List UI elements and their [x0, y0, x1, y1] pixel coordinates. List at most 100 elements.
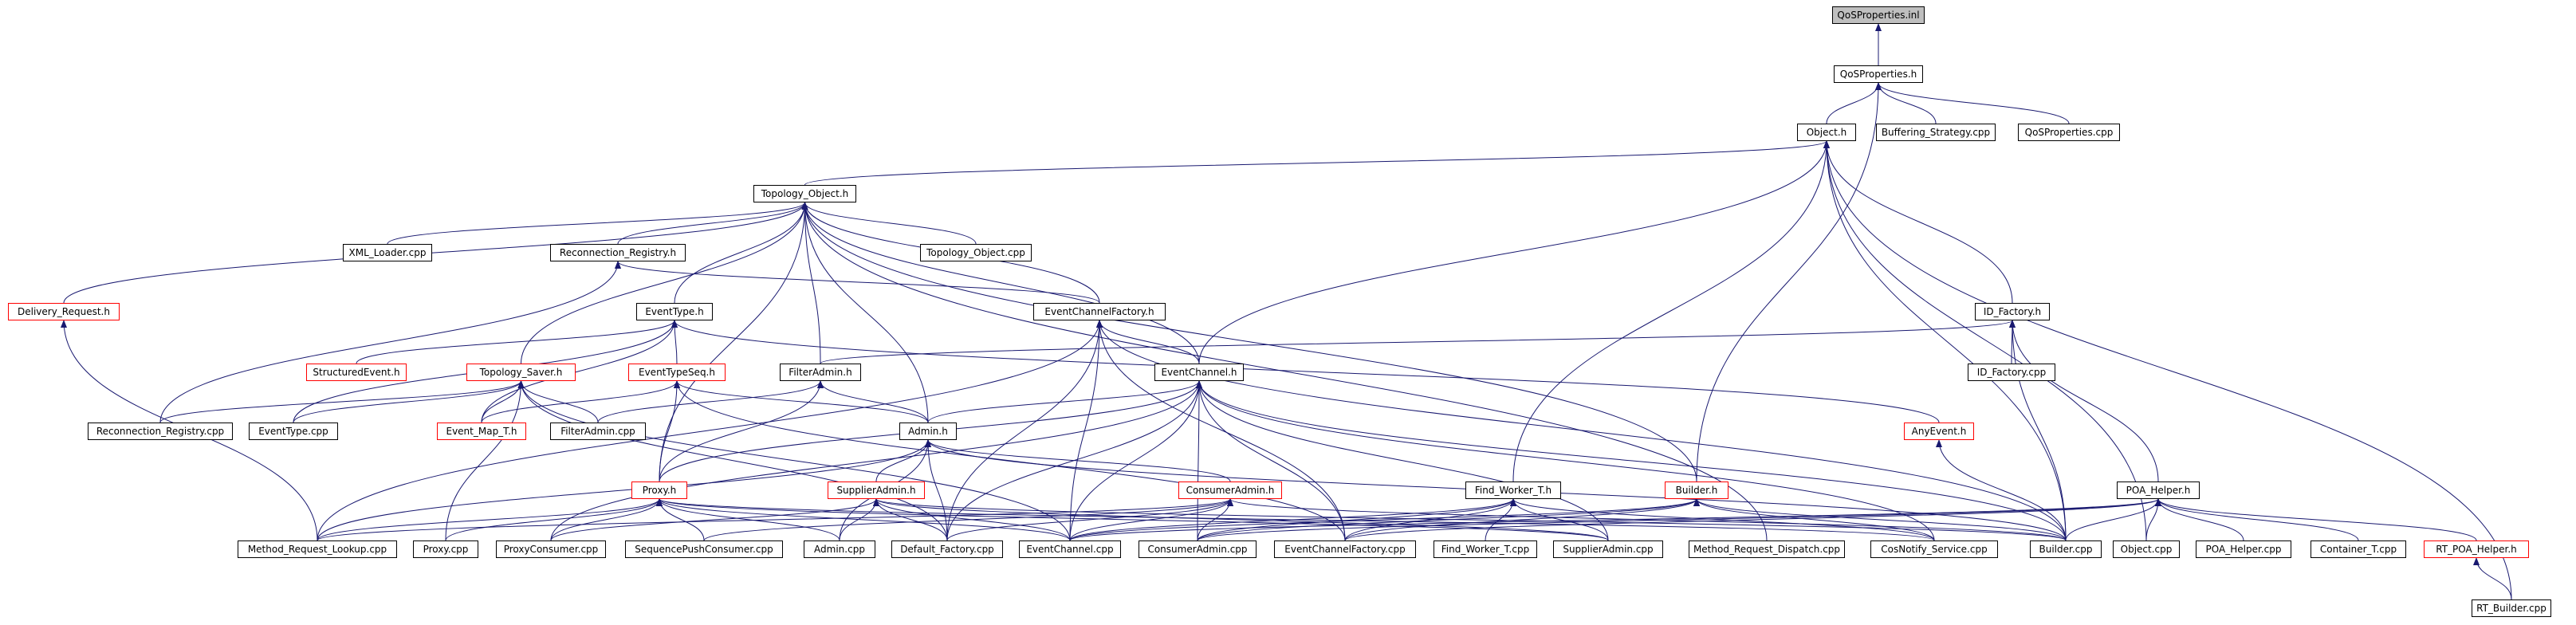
include-edge-eventchannel_cpp-to-eventchannel_h [1069, 380, 1202, 541]
node-poa-helper-cpp[interactable]: POA_Helper.cpp [2196, 540, 2291, 558]
node-admin-cpp[interactable]: Admin.cpp [804, 540, 875, 558]
node-container-t-cpp[interactable]: Container_T.cpp [2311, 540, 2406, 558]
node-delivery-request-h[interactable]: Delivery_Request.h [8, 303, 120, 320]
include-edge-reconn_cpp-to-reconn_h [159, 261, 621, 423]
include-edge-container_cpp-to-poahelper_h [2155, 498, 2359, 541]
node-supplieradmin-h[interactable]: SupplierAdmin.h [828, 482, 925, 499]
node-eventtype-cpp[interactable]: EventType.cpp [249, 423, 338, 440]
node-cosnotify-service-cpp[interactable]: CosNotify_Service.cpp [1870, 540, 1998, 558]
node-method-request-dispatch-cpp[interactable]: Method_Request_Dispatch.cpp [1689, 540, 1845, 558]
include-edge-eventchannel_h-to-ecf_h [1096, 320, 1200, 364]
include-edge-eventtype_cpp-to-topo_saver_h [293, 380, 525, 423]
node-eventchannel-cpp[interactable]: EventChannel.cpp [1019, 540, 1121, 558]
node-consumeradmin-cpp[interactable]: ConsumerAdmin.cpp [1139, 540, 1257, 558]
node-filteradmin-h[interactable]: FilterAdmin.h [780, 364, 861, 381]
include-edge-eventtypeseq_h-to-eventtype_h [671, 320, 678, 364]
include-edge-filteradmin_cpp-to-filteradmin_h [597, 380, 824, 423]
node-proxyconsumer-cpp[interactable]: ProxyConsumer.cpp [496, 540, 606, 558]
include-edge-supplieradmin_cpp-to-proxy_h [656, 498, 1609, 541]
include-edge-ecf_cpp-to-eventchannel_h [1196, 380, 1346, 541]
node-consumeradmin-h[interactable]: ConsumerAdmin.h [1178, 482, 1282, 499]
include-edge-consumeradmin_h-to-admin_h [925, 439, 1231, 482]
node-id-factory-cpp[interactable]: ID_Factory.cpp [1968, 364, 2055, 381]
include-edge-findworker_h-to-object_h [1512, 140, 1830, 482]
node-proxy-h[interactable]: Proxy.h [631, 482, 687, 499]
include-edge-reconn_h-to-topo_obj_h [617, 202, 808, 245]
include-edge-filteradmin_h-to-idfactory_h [820, 320, 2016, 364]
node-structuredevent-h[interactable]: StructuredEvent.h [306, 364, 407, 381]
include-edge-supplieradmin_cpp-to-eventchannel_h [1196, 380, 1609, 541]
node-topology-object-cpp[interactable]: Topology_Object.cpp [920, 244, 1032, 261]
node-eventchannel-h[interactable]: EventChannel.h [1154, 364, 1244, 381]
node-qosproperties-cpp[interactable]: QoSProperties.cpp [2018, 124, 2120, 141]
include-edge-object_cpp-to-object_h [1823, 140, 2147, 541]
include-edge-admin_h-to-topo_obj_h [801, 202, 929, 423]
node-method-request-lookup-cpp[interactable]: Method_Request_Lookup.cpp [238, 540, 397, 558]
node-rt-poa-helper-h[interactable]: RT_POA_Helper.h [2424, 540, 2529, 558]
include-edge-eventchannel_cpp-to-ecf_h [1069, 320, 1103, 541]
node-proxy-cpp[interactable]: Proxy.cpp [413, 540, 478, 558]
include-edge-eventchannel_cpp-to-builder_h [1069, 498, 1700, 541]
include-edge-builder_cpp-to-consumeradmin_h [1227, 498, 2067, 541]
node-object-h[interactable]: Object.h [1797, 124, 1856, 141]
node-eventchannelfactory-h[interactable]: EventChannelFactory.h [1033, 303, 1166, 320]
node-buffering-strategy-cpp[interactable]: Buffering_Strategy.cpp [1876, 124, 1996, 141]
include-edge-defaultfactory_cpp-to-topo_saver_h [517, 380, 948, 541]
node-eventtype-h[interactable]: EventType.h [636, 303, 713, 320]
include-edge-builder_cpp-to-object_h [1823, 140, 2067, 541]
node-admin-h[interactable]: Admin.h [899, 423, 957, 440]
include-edge-delivery_h-to-topo_obj_h [63, 202, 808, 304]
node-eventtypeseq-h[interactable]: EventTypeSeq.h [628, 364, 726, 381]
include-edge-consumeradmin_cpp-to-findworker_h [1197, 498, 1516, 541]
include-edge-object_h-to-qos_h [1826, 82, 1882, 124]
node-rt-builder-cpp[interactable]: RT_Builder.cpp [2472, 599, 2551, 617]
include-edge-mrl_cpp-to-proxy_h [317, 498, 663, 541]
node-poa-helper-h[interactable]: POA_Helper.h [2117, 482, 2200, 499]
node-filteradmin-cpp[interactable]: FilterAdmin.cpp [550, 423, 646, 440]
include-edge-consumeradmin_cpp-to-builder_h [1197, 498, 1700, 541]
include-edge-ecf_cpp-to-findworker_h [1344, 498, 1516, 541]
include-edge-filteradmin_h-to-topo_obj_h [801, 202, 821, 364]
include-edge-cosnotify_cpp-to-findworker_h [1510, 498, 1935, 541]
include-edge-seqpush_cpp-to-consumeradmin_h [703, 498, 1233, 541]
node-builder-h[interactable]: Builder.h [1665, 482, 1728, 499]
include-edge-mrd_cpp-to-topo_obj_h [801, 202, 1768, 541]
node-reconnection-registry-h[interactable]: Reconnection_Registry.h [550, 244, 686, 261]
node-topology-object-h[interactable]: Topology_Object.h [753, 185, 856, 202]
node-eventchannelfactory-cpp[interactable]: EventChannelFactory.cpp [1274, 540, 1416, 558]
include-edge-proxy_h-to-filteradmin_h [659, 380, 824, 482]
include-edge-proxy_h-to-topo_obj_h [659, 202, 808, 482]
include-edge-eventtype_h-to-topo_obj_h [674, 202, 808, 304]
include-edge-eventchannel_cpp-to-findworker_h [1069, 498, 1516, 541]
node-builder-cpp[interactable]: Builder.cpp [2030, 540, 2102, 558]
include-edge-eventchannel_cpp-to-poahelper_h [1069, 498, 2161, 541]
include-edge-proxy_h-to-eventtypeseq_h [659, 380, 680, 482]
node-qosproperties-h[interactable]: QoSProperties.h [1834, 65, 1923, 83]
node-id-factory-h[interactable]: ID_Factory.h [1975, 303, 2050, 320]
include-edge-consumeradmin_cpp-to-poahelper_h [1197, 498, 2161, 541]
include-edge-topo_obj_h-to-object_h [804, 140, 1830, 186]
node-topology-saver-h[interactable]: Topology_Saver.h [466, 364, 576, 381]
node-supplieradmin-cpp[interactable]: SupplierAdmin.cpp [1553, 540, 1663, 558]
include-edge-defaultfactory_cpp-to-ecf_h [946, 320, 1103, 541]
include-edge-proxyconsumer_cpp-to-proxy_h [550, 498, 663, 541]
include-edge-supplieradmin_cpp-to-findworker_h [1510, 498, 1609, 541]
node-event-map-t-h[interactable]: Event_Map_T.h [437, 423, 526, 440]
node-object-cpp[interactable]: Object.cpp [2113, 540, 2180, 558]
include-edge-eventchannel_h-to-object_h [1198, 140, 1830, 364]
node-find-worker-t-cpp[interactable]: Find_Worker_T.cpp [1434, 540, 1537, 558]
include-edge-rtbuilder_cpp-to-object_h [1823, 140, 2512, 600]
node-qosproperties-inl[interactable]: QoSProperties.inl [1832, 6, 1925, 24]
include-edge-poahelper_h-to-idfactory_h [2009, 320, 2159, 482]
include-edge-proxy_cpp-to-proxy_h [445, 498, 663, 541]
node-find-worker-t-h[interactable]: Find_Worker_T.h [1465, 482, 1561, 499]
node-xml-loader-cpp[interactable]: XML_Loader.cpp [343, 244, 432, 261]
node-default-factory-cpp[interactable]: Default_Factory.cpp [891, 540, 1003, 558]
node-anyevent-h[interactable]: AnyEvent.h [1904, 423, 1974, 440]
node-sequencepushconsumer-cpp[interactable]: SequencePushConsumer.cpp [625, 540, 783, 558]
include-edge-eventchannel_h-to-topo_obj_h [801, 202, 1200, 364]
include-edge-poahelper_cpp-to-poahelper_h [2155, 498, 2244, 541]
node-reconnection-registry-cpp[interactable]: Reconnection_Registry.cpp [88, 423, 233, 440]
include-edge-idfactory_h-to-object_h [1823, 140, 2013, 304]
